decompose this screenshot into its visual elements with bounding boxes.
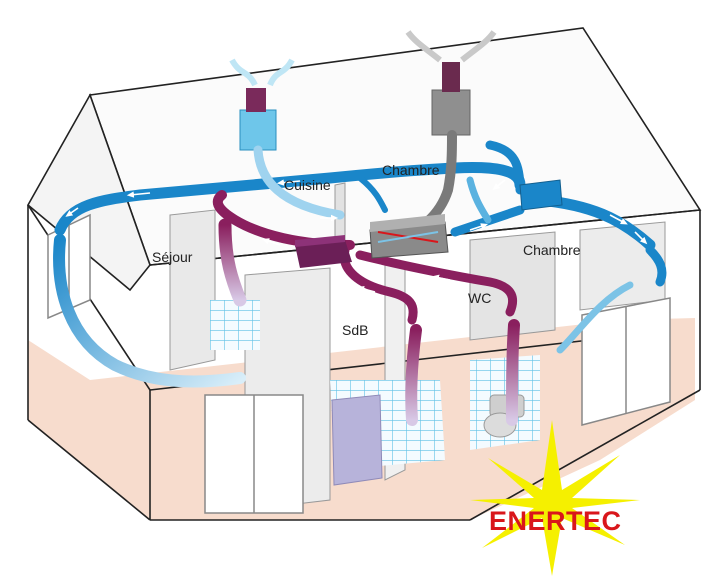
exhaust-outlet-icon bbox=[405, 30, 497, 136]
room-labels: Séjour Cuisine Chambre Chambre SdB WC bbox=[152, 162, 581, 338]
logo-text: ENERTEC bbox=[489, 506, 622, 536]
room-label-sdb: SdB bbox=[342, 322, 368, 338]
extraction-unit bbox=[295, 235, 352, 268]
sun-icon bbox=[470, 420, 640, 576]
enertec-logo: ENERTEC bbox=[470, 420, 640, 576]
fresh-air-intake-icon bbox=[229, 58, 295, 151]
airflow-arrows bbox=[65, 179, 648, 293]
room-label-chambre-upper: Chambre bbox=[382, 162, 440, 178]
room-label-cuisine: Cuisine bbox=[284, 177, 331, 193]
bathtub bbox=[331, 394, 383, 486]
fresh-air-ducts bbox=[53, 140, 667, 388]
room-label-sejour: Séjour bbox=[152, 249, 193, 265]
heat-exchanger-icon bbox=[369, 214, 449, 259]
window-right bbox=[581, 297, 671, 426]
room-label-wc: WC bbox=[468, 290, 491, 306]
fresh-air-distributor bbox=[519, 179, 563, 211]
room-label-chambre-right: Chambre bbox=[523, 242, 581, 258]
window-front bbox=[204, 394, 304, 514]
